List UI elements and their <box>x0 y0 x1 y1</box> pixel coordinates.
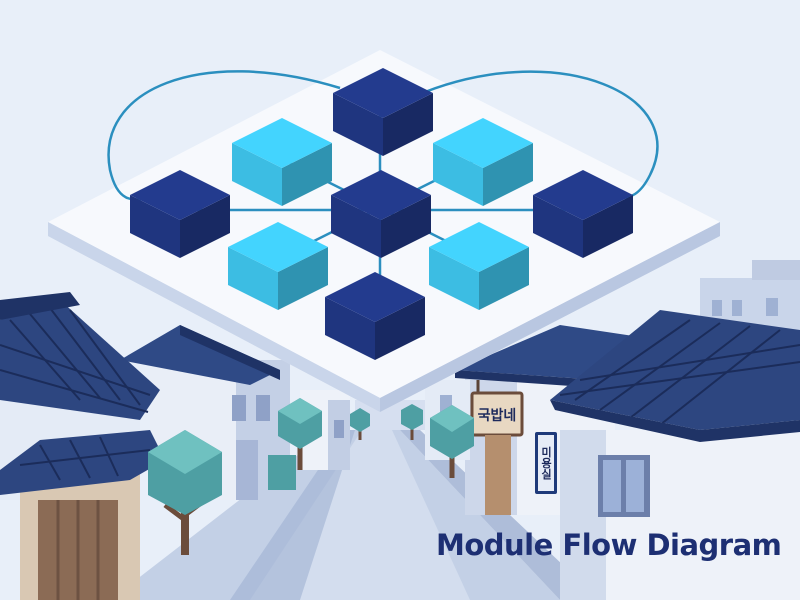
tree-right <box>430 405 474 478</box>
dark-module-block <box>130 170 230 258</box>
hanging-sign-text: 국밥네 <box>478 407 517 424</box>
tree-right-small <box>401 404 423 440</box>
light-module-block <box>429 222 529 310</box>
dark-module-block <box>333 68 433 156</box>
dark-module-block <box>331 170 431 258</box>
shop-door <box>485 435 511 515</box>
dark-module-block <box>533 170 633 258</box>
house-left-gate <box>0 430 165 600</box>
module-blocks <box>130 68 633 360</box>
light-module-block <box>228 222 328 310</box>
tree-left-large <box>148 430 222 555</box>
light-module-block <box>433 118 533 206</box>
tree-left-small <box>278 398 322 470</box>
house-right-large <box>550 310 800 600</box>
light-module-block <box>232 118 332 206</box>
hanging-sign: 국밥네 <box>470 380 524 437</box>
dark-module-block <box>325 272 425 360</box>
tree-left-tiny <box>350 408 370 440</box>
wall-sign-text: 미용실 <box>540 445 553 479</box>
wall-sign: 미용실 <box>535 432 557 494</box>
hedge <box>268 455 296 490</box>
diagram-title: Module Flow Diagram <box>436 528 782 562</box>
